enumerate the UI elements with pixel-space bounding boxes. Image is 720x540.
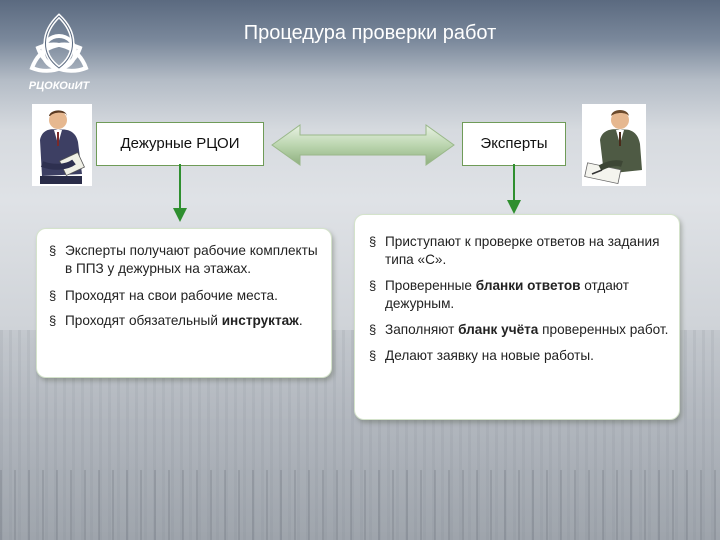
- list-item-text: .: [298, 313, 303, 328]
- double-arrow-icon: [270, 122, 456, 168]
- list-item: Делают заявку на новые работы.: [369, 347, 669, 365]
- list-item: Проходят обязательный инструктаж.: [49, 312, 321, 330]
- right-down-arrow-icon: [506, 164, 522, 224]
- list-item: Приступают к проверке ответов на задания…: [369, 233, 669, 269]
- list-item-text: Проходят обязательный: [65, 313, 222, 328]
- list-item-text: Эксперты получают рабочие комплекты в ПП…: [65, 243, 318, 276]
- triquetra-knot-icon: [29, 13, 89, 73]
- list-item-bold: инструктаж: [221, 313, 299, 328]
- left-header: Дежурные РЦОИ: [96, 122, 264, 166]
- list-item-text: Заполняют: [385, 322, 459, 337]
- right-header: Эксперты: [462, 122, 566, 166]
- list-item-text: проверенных работ.: [538, 322, 669, 337]
- person-writing-icon: [582, 104, 646, 186]
- list-item: Эксперты получают рабочие комплекты в ПП…: [49, 242, 321, 278]
- list-item-text: Приступают к проверке ответов на задания…: [385, 234, 660, 267]
- list-item: Заполняют бланк учёта проверенных работ.: [369, 321, 669, 339]
- list-item-bold: бланки ответов: [475, 278, 581, 293]
- logo-text: РЦОКОиИТ: [28, 80, 90, 92]
- list-item-text: Делают заявку на новые работы.: [385, 348, 594, 363]
- background-embankment: [0, 470, 720, 540]
- slide-title: Процедура проверки работ: [243, 22, 497, 44]
- logo: РЦОКОиИТ: [14, 10, 104, 98]
- person-reading-icon: [32, 104, 92, 186]
- list-item-text: Проходят на свои рабочие места.: [65, 288, 278, 303]
- right-card: Приступают к проверке ответов на задания…: [354, 214, 680, 420]
- list-item: Проверенные бланки ответов отдают дежурн…: [369, 277, 669, 313]
- left-down-arrow-icon: [172, 164, 188, 224]
- list-item: Проходят на свои рабочие места.: [49, 287, 321, 305]
- left-card: Эксперты получают рабочие комплекты в ПП…: [36, 228, 332, 378]
- list-item-text: Проверенные: [385, 278, 476, 293]
- list-item-bold: бланк учёта: [458, 322, 539, 337]
- list-item-text: отдают дежурным.: [385, 278, 629, 311]
